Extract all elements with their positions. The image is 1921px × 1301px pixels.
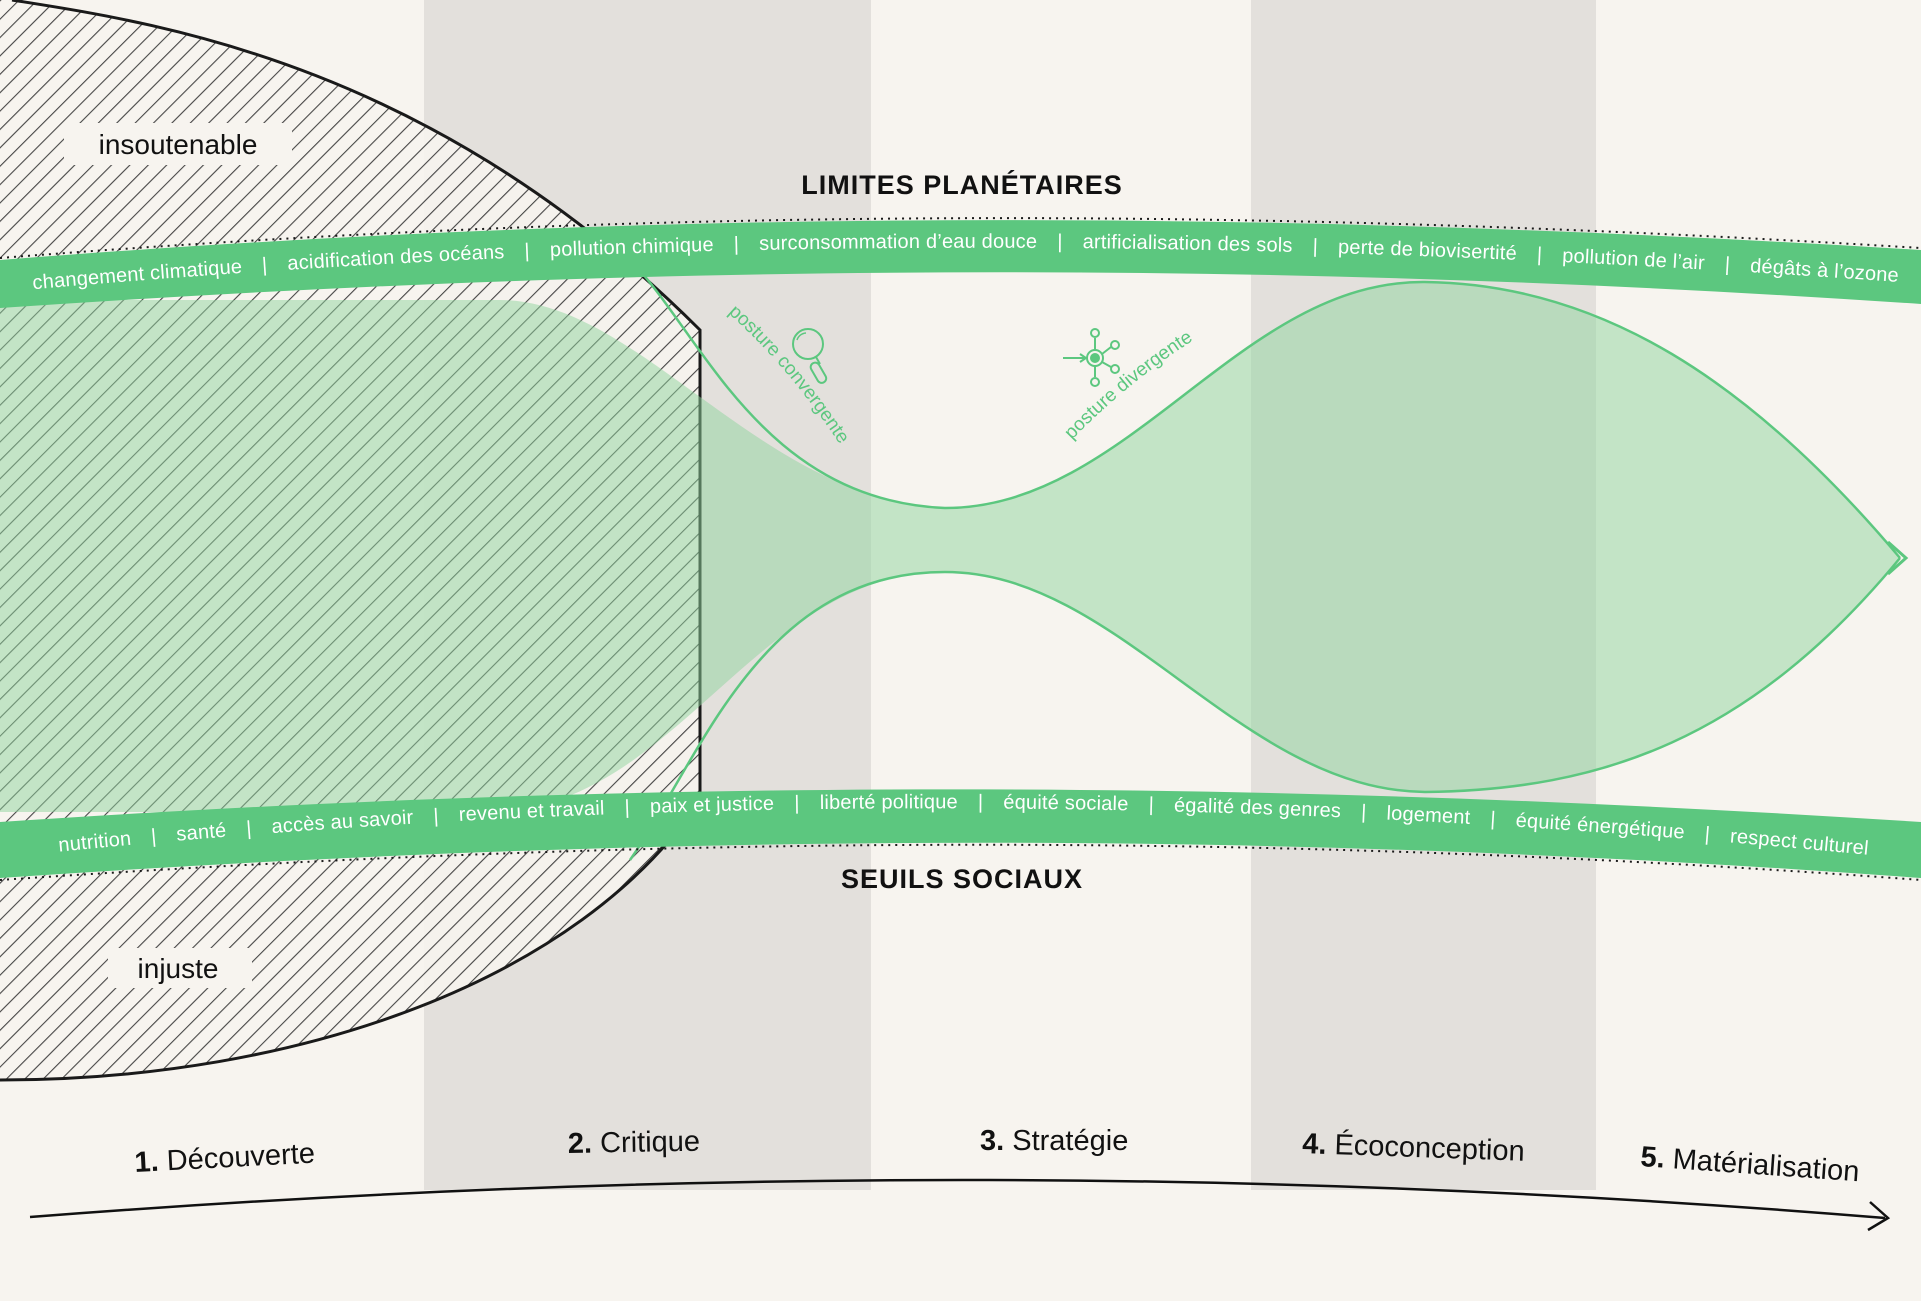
planetary-limits-list: changement climatique|acidification des … [32, 231, 1900, 295]
planetary-limits-heading: LIMITES PLANÉTAIRES [801, 169, 1123, 200]
separator: | [1724, 254, 1731, 276]
social-threshold-item: paix et justice [650, 793, 775, 818]
step-3: 3. Stratégie [980, 1125, 1128, 1157]
separator: | [1148, 794, 1154, 816]
separator: | [261, 254, 268, 276]
social-thresholds-band [0, 789, 1921, 878]
social-threshold-item: logement [1386, 802, 1471, 828]
funnel-outline-top [629, 259, 1901, 559]
social-threshold-item: santé [176, 820, 228, 846]
process-steps: 1. Découverte 2. Critique 3. Stratégie 4… [134, 1125, 1861, 1188]
step-4: 4. Écoconception [1302, 1127, 1526, 1168]
funnel-arrowhead [1887, 540, 1909, 576]
planetary-limits-band [0, 220, 1921, 308]
separator: | [794, 792, 800, 814]
separator: | [524, 240, 530, 262]
separator: | [1057, 231, 1063, 253]
separator: | [978, 791, 984, 813]
separator: | [433, 805, 440, 827]
separator: | [1361, 801, 1367, 823]
planetary-limit-item: artificialisation des sols [1083, 231, 1293, 257]
network-nodes-icon [1063, 328, 1120, 387]
social-threshold-item: équité sociale [1003, 792, 1129, 816]
label-unjust: injuste [108, 948, 252, 988]
separator: | [245, 818, 252, 840]
step-2: 2. Critique [568, 1126, 701, 1160]
separator: | [1312, 236, 1318, 258]
separator: | [624, 797, 630, 819]
separator: | [733, 233, 739, 255]
separator: | [1536, 244, 1542, 266]
step-1: 1. Découverte [134, 1138, 316, 1179]
funnel-outline-bottom [628, 557, 1901, 861]
separator: | [1490, 808, 1497, 830]
planetary-limit-item: surconsommation d’eau douce [759, 231, 1037, 255]
safe-space-fill [0, 281, 1900, 812]
svg-text:insoutenable: insoutenable [99, 129, 258, 160]
planetary-limit-item: pollution chimique [549, 234, 714, 261]
separator: | [1704, 823, 1711, 845]
svg-text:injuste: injuste [138, 953, 219, 984]
label-unsustainable: insoutenable [64, 123, 292, 165]
separator: | [150, 826, 157, 848]
timeline-arrow [29, 1178, 1886, 1220]
timeline-arrowhead [1867, 1201, 1891, 1232]
social-threshold-item: liberté politique [820, 791, 958, 814]
magnifier-icon [792, 328, 828, 384]
social-thresholds-heading: SEUILS SOCIAUX [841, 864, 1083, 894]
